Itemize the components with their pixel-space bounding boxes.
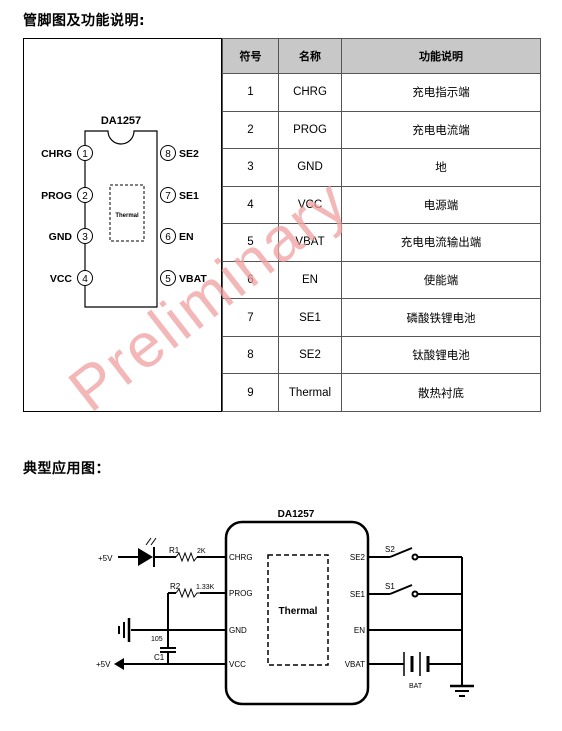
svg-text:4: 4 bbox=[82, 274, 88, 285]
schematic-thermal-pad bbox=[267, 554, 329, 666]
svg-text:5: 5 bbox=[165, 274, 171, 285]
svg-text:GND: GND bbox=[49, 231, 73, 243]
pin-label-vcc: VCC bbox=[229, 660, 246, 669]
resistor-r2 bbox=[175, 587, 200, 599]
application-schematic: DA1257 Thermal CHRG PROG GND VCC SE2 SE1… bbox=[96, 509, 474, 706]
application-section-title: 典型应用图： bbox=[23, 461, 110, 477]
header-name: 名称 bbox=[278, 38, 342, 74]
left-pin-1: 1 CHRG bbox=[41, 145, 93, 161]
left-pin-3: 3 GND bbox=[49, 228, 93, 244]
right-pin-8: 8 SE2 bbox=[160, 145, 199, 161]
pin-label-vbat: VBAT bbox=[345, 660, 365, 669]
vcc-arrow bbox=[114, 658, 124, 670]
svg-text:2: 2 bbox=[82, 191, 88, 202]
left-pin-2: 2 PROG bbox=[41, 187, 93, 203]
right-pin-7: 7 SE1 bbox=[160, 187, 199, 203]
header-function: 功能说明 bbox=[341, 38, 541, 74]
svg-text:6: 6 bbox=[165, 232, 171, 243]
c1-value: 105 bbox=[151, 636, 163, 643]
pin-label-se1: SE1 bbox=[350, 590, 366, 599]
c1-label: C1 bbox=[154, 653, 165, 662]
left-pin-4: 4 VCC bbox=[50, 270, 93, 286]
table-header-row: 符号 名称 功能说明 bbox=[222, 38, 541, 74]
schematic-chip-name: DA1257 bbox=[278, 509, 315, 520]
s1-label: S1 bbox=[385, 582, 395, 591]
svg-text:PROG: PROG bbox=[41, 190, 72, 202]
thermal-pad-label: Thermal bbox=[115, 213, 139, 219]
supply-bottom-label: +5V bbox=[96, 660, 111, 669]
svg-text:7: 7 bbox=[165, 191, 171, 202]
svg-text:SE2: SE2 bbox=[179, 148, 199, 160]
pin-label-gnd: GND bbox=[229, 626, 247, 635]
r2-label: R2 bbox=[170, 582, 181, 591]
svg-text:EN: EN bbox=[179, 231, 194, 243]
pinout-panel: DA1257 Thermal 1 CHRG 2 PROG 3 GND 4 VCC… bbox=[23, 38, 222, 412]
resistor-r1 bbox=[175, 551, 198, 563]
svg-text:VBAT: VBAT bbox=[179, 273, 207, 285]
supply-top-label: +5V bbox=[98, 554, 113, 563]
pin-label-en: EN bbox=[354, 626, 365, 635]
pin-label-chrg: CHRG bbox=[229, 553, 253, 562]
svg-text:CHRG: CHRG bbox=[41, 148, 72, 160]
r1-value: 2K bbox=[197, 548, 206, 555]
schematic-chip-body bbox=[224, 520, 370, 706]
header-symbol: 符号 bbox=[222, 38, 279, 74]
schematic-thermal-label: Thermal bbox=[279, 606, 318, 617]
ic-pinout-diagram: DA1257 Thermal 1 CHRG 2 PROG 3 GND 4 VCC… bbox=[41, 115, 207, 308]
r1-label: R1 bbox=[169, 546, 180, 555]
pinout-section-title: 管脚图及功能说明: bbox=[23, 13, 146, 29]
thermal-pad bbox=[109, 184, 145, 242]
s2-label: S2 bbox=[385, 545, 395, 554]
svg-text:3: 3 bbox=[82, 232, 88, 243]
pin-label-se2: SE2 bbox=[350, 553, 366, 562]
right-pin-5: 5 VBAT bbox=[160, 270, 207, 286]
svg-text:SE1: SE1 bbox=[179, 190, 199, 202]
led-diode bbox=[138, 548, 153, 566]
switch-s2 bbox=[389, 547, 413, 558]
bat-label: BAT bbox=[409, 683, 423, 690]
svg-text:VCC: VCC bbox=[50, 273, 73, 285]
right-pin-6: 6 EN bbox=[160, 228, 194, 244]
switch-s1 bbox=[389, 584, 413, 595]
svg-text:1: 1 bbox=[82, 149, 88, 160]
svg-text:8: 8 bbox=[165, 149, 171, 160]
chip-name-label: DA1257 bbox=[101, 115, 141, 127]
pin-label-prog: PROG bbox=[229, 589, 253, 598]
r2-value: 1.33K bbox=[196, 584, 215, 591]
